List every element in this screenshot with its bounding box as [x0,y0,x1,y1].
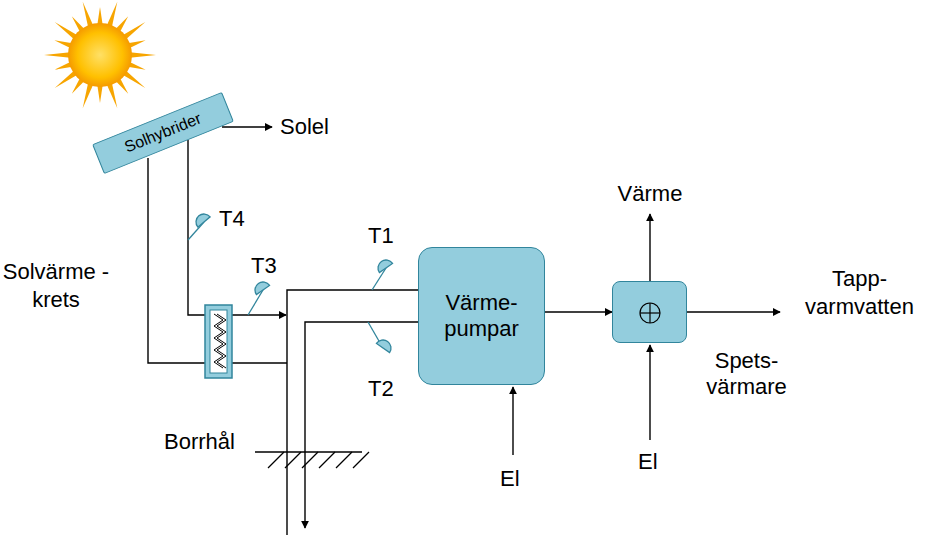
hatch-stroke [353,452,369,468]
sun-ray [44,52,70,57]
water-arrow [687,311,780,312]
solar-pipe [188,140,205,315]
sun-ray [107,83,118,109]
power-arrow [649,345,650,440]
sun-ray [97,85,102,103]
flow-label: Borrhål [164,428,235,456]
power-arrow [222,126,272,127]
node-label: Värme- pumpar [432,290,532,343]
hatch-stroke [319,452,335,468]
sensor-label: T2 [368,375,394,403]
hatch-stroke [285,452,301,468]
sun-disc [68,23,132,87]
pipes [148,127,780,535]
flow-label: Solel [280,113,329,141]
sun-ray [107,2,118,28]
brine-pipe [232,314,286,315]
hatch-stroke [268,452,284,468]
flow-label: Tapp- varmvatten [782,265,937,320]
heat-arrow [649,214,650,281]
component-label: Spets- värmare [699,348,794,401]
flow-arrow [545,311,612,312]
sun-ray [83,2,94,28]
node-label: Solhybrider [122,109,204,157]
hatch-stroke [302,452,318,468]
heat-exchanger [205,305,232,378]
power-arrow [512,387,513,455]
sensor-symbol [248,279,270,315]
sum-symbol [635,298,665,328]
brine-pipe [232,362,287,363]
sensor-label: T3 [251,252,277,280]
solar-panel: Solhybrider [92,92,234,174]
sun-ray [97,7,102,25]
solar-pipe [148,158,205,363]
ground-line [255,451,362,452]
flow-label: El [638,448,658,476]
sensor-symbol [372,257,393,290]
booster-heater-box: Spets- värmare [612,281,687,343]
sun-ray [130,52,156,57]
sensor-symbol [368,322,394,353]
flow-label: El [500,465,520,493]
flow-label: Solvärme -krets [0,258,112,313]
sun-icon [44,2,156,109]
brine-pipe [287,290,418,535]
sensor-label: T1 [368,222,394,250]
heat-pump-box: Värme- pumpar [418,247,545,385]
temperature-sensors [188,211,394,353]
brine-pipe [305,322,418,528]
sun-ray [83,83,94,109]
flow-label: Värme [600,180,700,208]
sensor-label: T4 [219,205,245,233]
sensor-symbol [188,211,210,240]
ground-hatch [268,452,369,468]
hatch-stroke [336,452,352,468]
